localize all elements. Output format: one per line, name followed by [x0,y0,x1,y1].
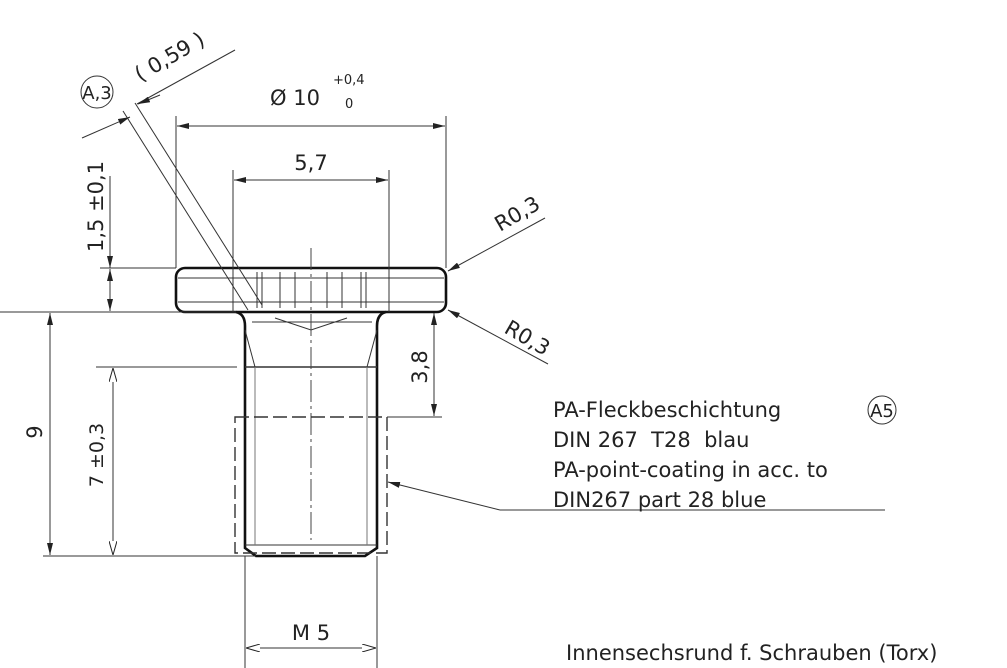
note-line-4: DIN267 part 28 blue [553,488,766,512]
radius-top-label: R0,3 [491,192,545,237]
head-diameter-label: Ø 10 [270,86,320,110]
torx-recess [256,272,367,308]
dim-head-diameter: Ø 10 +0,4 0 [175,73,447,268]
note-line-1: PA-Fleckbeschichtung [553,398,781,422]
thread-length-label: 7 ±0,3 [86,423,108,487]
head-height-label: 1,5 ±0,1 [84,161,108,252]
part-outline [174,248,448,558]
dim-total-length: 9 [23,313,256,557]
marker-circle-a5 [867,395,897,425]
marker-a3-label: A,3 [82,83,112,104]
coating-offset-label: 3,8 [408,350,432,383]
dim-radius-bottom: R0,3 [447,309,555,365]
dim-thread-length: 7 ±0,3 [86,366,237,555]
coating-zone [234,416,388,554]
total-length-label: 9 [23,425,47,438]
marker-a5-label: A5 [870,401,894,422]
dim-thread: M 5 [244,556,378,668]
marker-circle-a3 [80,75,114,109]
dim-coating-offset: 3,8 [387,313,442,418]
note-line-3: PA-point-coating in acc. to [553,458,828,482]
dim-inner-width: 5,7 [232,151,390,312]
tol-upper: +0,4 [333,73,365,88]
radius-bottom-label: R0,3 [501,316,555,361]
shaft-outline [235,310,387,558]
tol-lower: 0 [345,97,353,112]
dim-head-height: 1,5 ±0,1 [0,161,236,313]
coating-note: PA-Fleckbeschichtung DIN 267 T28 blau PA… [387,395,897,512]
note-line-2: DIN 267 T28 blau [553,428,749,452]
dim-radius-top: R0,3 [447,192,546,272]
angle-ref-value: ( 0,59 ) [131,27,209,86]
inner-width-label: 5,7 [294,151,327,175]
torx-footer-text: Innensechsrund f. Schrauben (Torx) [566,641,937,665]
thread-label: M 5 [292,621,330,645]
